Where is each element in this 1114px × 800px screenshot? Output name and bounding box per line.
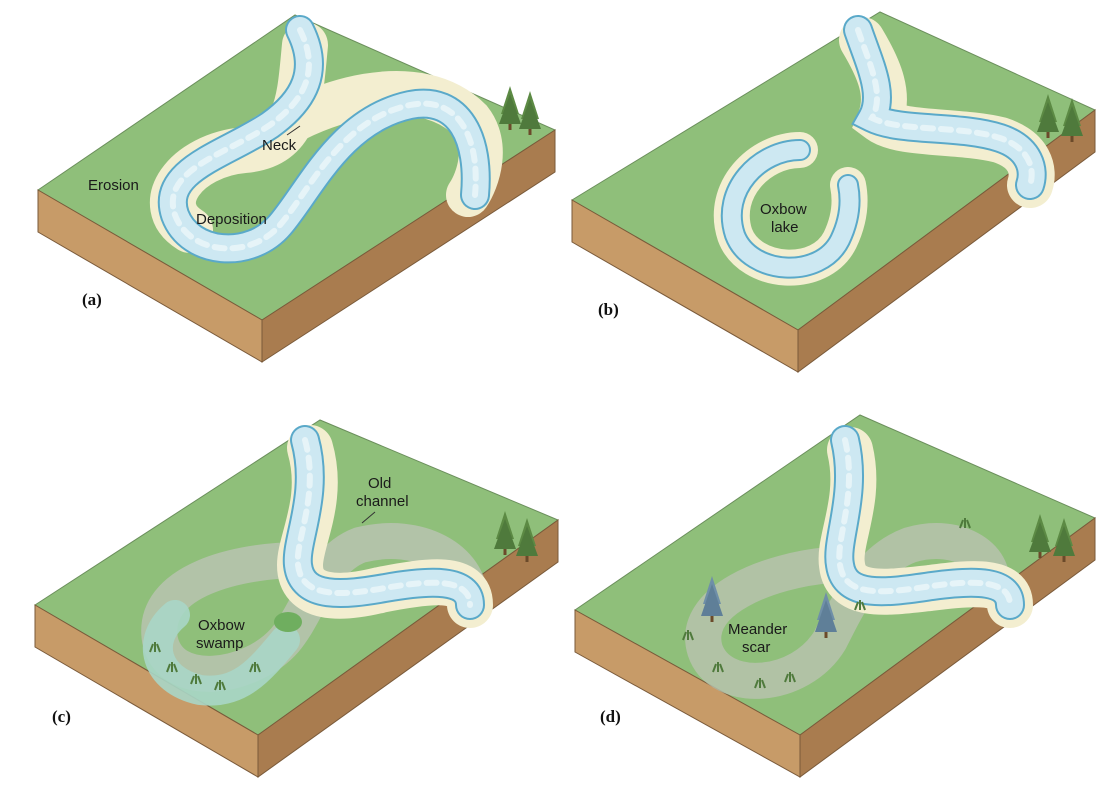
river-a xyxy=(150,15,503,264)
meander-scar-d xyxy=(685,523,1010,699)
panel-a: Erosion Neck Deposition (a) xyxy=(37,14,557,363)
panel-c: Old channel Oxbow swamp (c) xyxy=(34,419,560,778)
panel-c-caption: (c) xyxy=(52,707,71,726)
river-b xyxy=(839,15,1055,208)
meander-scar-label-line2: scar xyxy=(742,639,770,656)
old-channel-label-line1: Old xyxy=(368,475,391,492)
oxbow-lake-label-line1: Oxbow xyxy=(760,201,807,218)
erosion-label: Erosion xyxy=(88,177,139,194)
old-channel-label-line2: channel xyxy=(356,493,409,510)
panel-b-caption: (b) xyxy=(598,300,619,319)
deposition-label: Deposition xyxy=(196,211,267,228)
oxbow-swamp-c xyxy=(142,600,302,706)
panel-d: Meander scar (d) xyxy=(574,414,1096,778)
river-d xyxy=(818,425,1033,628)
oxbow-swamp-label-line1: Oxbow xyxy=(198,617,245,634)
neck-label: Neck xyxy=(262,137,297,154)
panel-b: Oxbow lake (b) xyxy=(571,11,1096,373)
meander-scar-label-line1: Meander xyxy=(728,621,787,638)
oxbow-lake-b xyxy=(713,132,868,286)
oxbow-swamp-label-line2: swamp xyxy=(196,635,244,652)
old-channel-leader-line xyxy=(361,511,376,524)
neck-leader-line xyxy=(286,125,301,136)
oxbow-lake-label-line2: lake xyxy=(771,219,799,236)
panel-a-caption: (a) xyxy=(82,290,102,309)
river-c xyxy=(276,425,493,628)
panel-d-caption: (d) xyxy=(600,707,621,726)
